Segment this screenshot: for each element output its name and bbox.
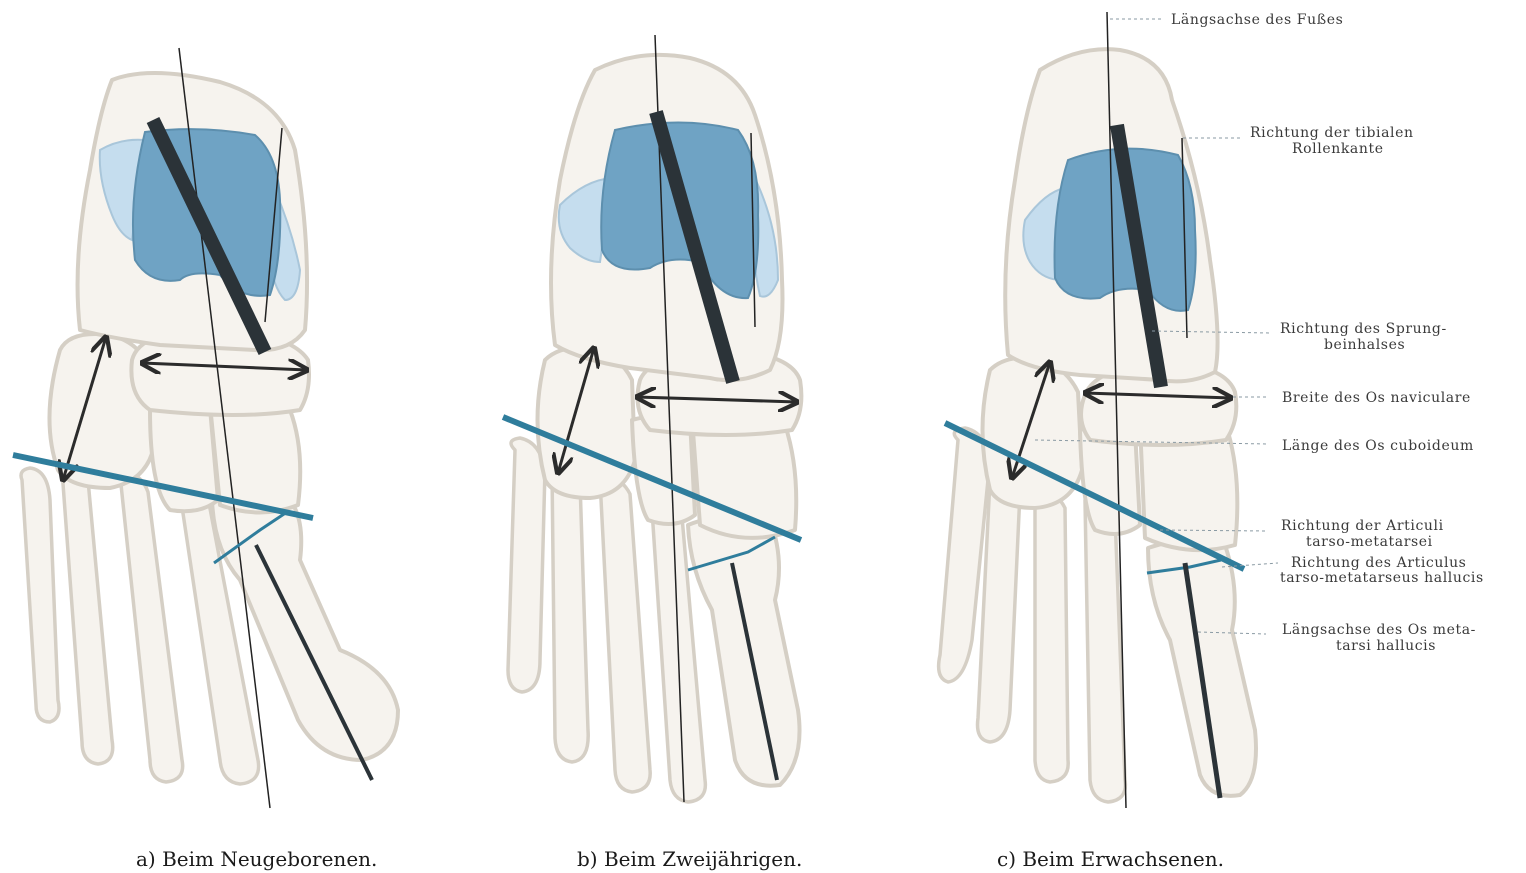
- label-metatarsal-axis-1: Längsachse des Os meta-: [1282, 622, 1476, 638]
- panel-captions: a) Beim Neugeborenen. b) Beim Zweijährig…: [136, 847, 1224, 871]
- foot-newborn: [13, 48, 398, 808]
- label-tarsometatarsal-2: tarso-metatarsei: [1306, 534, 1433, 550]
- label-hallux-joint-1: Richtung des Articulus: [1291, 555, 1466, 571]
- talus-body: [133, 129, 280, 296]
- toe-bone: [1035, 493, 1068, 782]
- caption-newborn: a) Beim Neugeborenen.: [136, 847, 377, 871]
- label-cuboid: Länge des Os cuboideum: [1282, 438, 1474, 454]
- label-tarsometatarsal-1: Richtung der Articuli: [1281, 518, 1444, 534]
- label-hallux-joint-2: tarso-metatarseus hallucis: [1280, 570, 1484, 586]
- toe-bone: [600, 479, 650, 792]
- toe-bone: [120, 474, 183, 782]
- label-tibial-edge-1: Richtung der tibialen: [1250, 125, 1414, 141]
- toe-bone: [21, 468, 59, 722]
- toe-bone: [508, 438, 545, 692]
- caption-adult: c) Beim Erwachsenen.: [997, 847, 1224, 871]
- foot-adult: [939, 12, 1278, 808]
- toe-bone: [552, 468, 588, 762]
- label-talus-neck-1: Richtung des Sprung-: [1280, 321, 1447, 337]
- label-talus-neck-2: beinhalses: [1324, 337, 1405, 353]
- label-foot-axis: Längsachse des Fußes: [1171, 12, 1343, 28]
- foot-two-year-old: [503, 35, 801, 802]
- hallux-bone: [688, 516, 800, 786]
- label-metatarsal-axis-2: tarsi hallucis: [1336, 638, 1436, 654]
- caption-two-year-old: b) Beim Zweijährigen.: [577, 847, 802, 871]
- label-navicular: Breite des Os naviculare: [1282, 390, 1471, 406]
- label-tibial-edge-2: Rollenkante: [1292, 141, 1384, 157]
- toe-bone: [62, 468, 113, 764]
